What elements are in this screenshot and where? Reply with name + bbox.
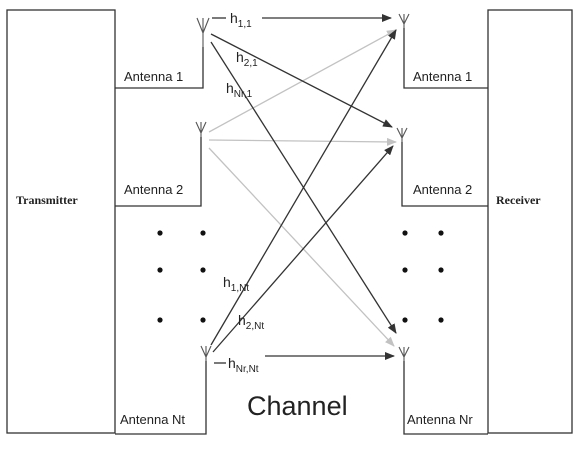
gain-label-h-nr-1: hNr,1 <box>226 80 253 100</box>
tx-dot <box>200 267 206 273</box>
tx-antenna-2-label: Antenna 2 <box>124 182 183 197</box>
gain-label-h-nr-nt: hNr,Nt <box>228 355 259 375</box>
rx-feed-antenna-1 <box>403 28 488 89</box>
tx-dot <box>200 230 206 236</box>
tx-dot <box>200 317 206 323</box>
gain-labels: h1,1 h2,1 hNr,1 h1,Nt h2,Nt hNr,Nt <box>212 10 264 375</box>
rx-dot <box>402 230 408 236</box>
link-tx1-rx2 <box>210 33 393 128</box>
link-txnt-rx1 <box>210 29 397 346</box>
rx-antenna-nr-icon <box>398 346 410 361</box>
link-tx2-rx2 <box>208 137 397 146</box>
tx-antenna-labels: Antenna 1 Antenna 2 Antenna Nt <box>120 69 185 427</box>
tx-feed-lines <box>115 47 207 435</box>
rx-antenna-2-icon <box>396 127 408 142</box>
rx-dot <box>402 317 408 323</box>
gain-label-h-1-nt: h1,Nt <box>223 274 249 294</box>
transmitter-box <box>6 9 116 434</box>
rx-antenna-labels: Antenna 1 Antenna 2 Antenna Nr <box>407 69 473 427</box>
tx-ellipsis-dots <box>157 230 206 323</box>
receiver-box <box>487 9 573 434</box>
link-tx2-rxnr <box>208 147 395 347</box>
transmitter-label: Transmitter <box>16 193 78 207</box>
rx-dot <box>402 267 408 273</box>
rx-dot <box>438 267 444 273</box>
rx-dot <box>438 317 444 323</box>
channel-label: Channel <box>247 391 348 421</box>
tx-dot <box>157 317 163 323</box>
tx-antenna-icons <box>195 17 212 361</box>
gain-label-h-2-nt: h2,Nt <box>238 312 264 332</box>
link-txnt-rx2 <box>212 145 394 353</box>
rx-feed-antenna-nr <box>403 361 488 435</box>
rx-feed-antenna-2 <box>401 142 488 207</box>
strong-links <box>210 14 397 360</box>
receiver-label: Receiver <box>496 193 541 207</box>
rx-dot <box>438 230 444 236</box>
gain-label-h-2-1: h2,1 <box>236 49 258 69</box>
tx-antenna-nt-icon <box>200 345 212 361</box>
tx-dot <box>157 230 163 236</box>
rx-feed-lines <box>401 28 488 435</box>
tx-antenna-1-label: Antenna 1 <box>124 69 183 84</box>
tx-feed-antenna-1 <box>115 47 204 89</box>
rx-antenna-1-icon <box>398 13 410 28</box>
gain-label-h-1-1: h1,1 <box>230 10 252 30</box>
tx-dot <box>157 267 163 273</box>
rx-antenna-nr-label: Antenna Nr <box>407 412 473 427</box>
tx-antenna-2-icon <box>195 121 207 137</box>
tx-antenna-1-icon <box>196 17 210 47</box>
tx-antenna-nt-label: Antenna Nt <box>120 412 185 427</box>
rx-antenna-1-label: Antenna 1 <box>413 69 472 84</box>
transmitter-block: Transmitter <box>6 9 116 434</box>
tx-feed-antenna-2 <box>115 137 202 207</box>
receiver-block: Receiver <box>487 9 573 434</box>
rx-antenna-2-label: Antenna 2 <box>413 182 472 197</box>
rx-ellipsis-dots <box>402 230 444 323</box>
rx-antenna-icons <box>396 13 410 361</box>
tx-feed-antenna-nt <box>115 361 207 435</box>
